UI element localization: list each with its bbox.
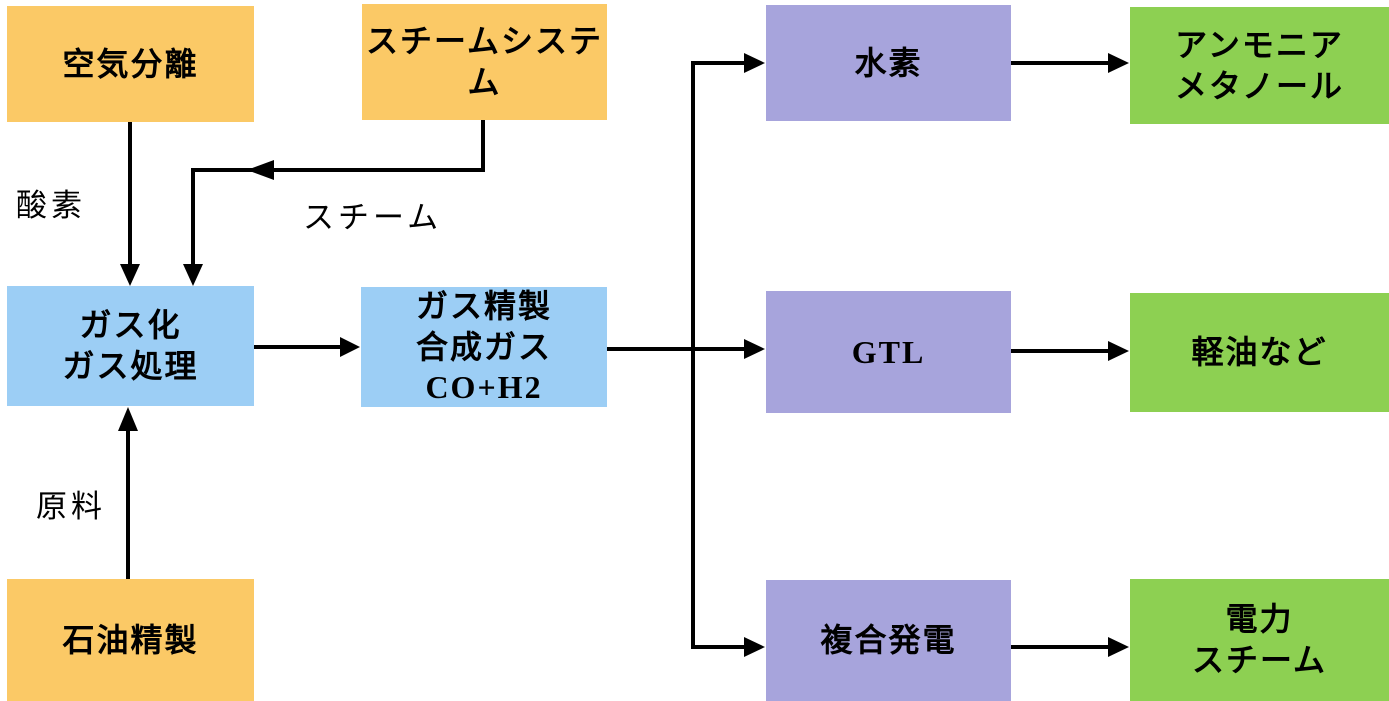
node-label: ガス化 — [79, 307, 182, 344]
node-label: 水素 — [854, 44, 923, 81]
node-label: メタノール — [1174, 67, 1345, 104]
node-combined-power: 複合発電 — [766, 580, 1011, 701]
node-air-separation: 空気分離 — [7, 6, 254, 122]
node-label: GTL — [851, 333, 926, 370]
edge-purification-to-gtl — [607, 339, 765, 359]
node-label: 軽油など — [1191, 334, 1328, 371]
node-label: 空気分離 — [62, 45, 199, 82]
node-label: スチームシステム — [365, 23, 604, 100]
node-gtl: GTL — [766, 291, 1011, 413]
edge-label-feedstock: 原料 — [36, 489, 106, 524]
edge-label-steam: スチーム — [303, 200, 443, 235]
edge-hydrogen-to-ammonia — [1011, 53, 1129, 73]
node-gasification: ガス化 ガス処理 — [7, 286, 254, 406]
node-label: 石油精製 — [62, 621, 199, 658]
node-label: 複合発電 — [820, 622, 957, 659]
node-label: ガス精製 — [415, 287, 552, 324]
edge-gasification-to-purification — [254, 337, 360, 357]
node-oil-refining: 石油精製 — [7, 579, 254, 701]
edge-branch-trunk — [691, 53, 765, 657]
node-electricity-steam: 電力 スチーム — [1130, 579, 1389, 701]
node-label: CO+H2 — [425, 369, 543, 406]
node-label: 合成ガス — [415, 328, 552, 365]
node-label: 電力 — [1225, 601, 1294, 638]
node-gas-purification: ガス精製 合成ガス CO+H2 — [361, 287, 607, 407]
edge-feedstock — [118, 407, 138, 579]
node-label: ガス処理 — [62, 348, 199, 384]
edge-gtl-to-lightoil — [1011, 341, 1129, 361]
edge-steam — [183, 120, 485, 286]
edge-label-oxygen: 酸素 — [16, 188, 86, 223]
edge-oxygen — [120, 122, 140, 286]
edge-power-to-electricity — [1011, 637, 1129, 657]
node-label: スチーム — [1191, 642, 1328, 678]
node-label: アンモニア — [1175, 26, 1344, 63]
node-ammonia-methanol: アンモニア メタノール — [1130, 7, 1389, 124]
node-steam-system: スチームシステム — [362, 4, 607, 120]
node-light-oil: 軽油など — [1130, 293, 1389, 412]
node-hydrogen: 水素 — [766, 5, 1011, 121]
